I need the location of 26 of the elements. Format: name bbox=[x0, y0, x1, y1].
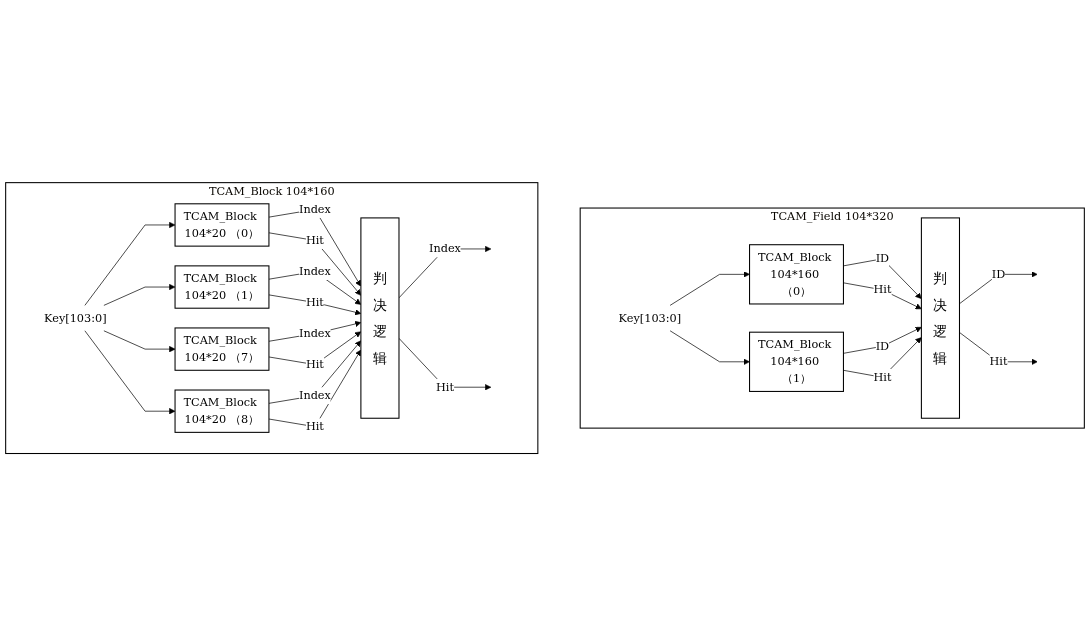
edge-label: Hit bbox=[873, 283, 892, 297]
edge-label: ID bbox=[875, 339, 890, 354]
edge-label: Index bbox=[298, 326, 331, 341]
node-box: TCAM_Block 104*20 （0） bbox=[174, 203, 270, 248]
edge-label: ID bbox=[991, 267, 1006, 282]
edge-label: Index bbox=[428, 242, 461, 256]
edge-label: Hit bbox=[305, 233, 324, 248]
edge-label: Hit bbox=[873, 370, 892, 385]
node-text: Key[103:0] bbox=[618, 311, 682, 325]
node-box: TCAM_Block 104*160 （0） bbox=[749, 244, 844, 305]
node-box: TCAM_Block 104*20 （1） bbox=[174, 265, 270, 310]
node-box: 判决逻辑 bbox=[920, 217, 960, 420]
edge-label: Hit bbox=[305, 295, 324, 310]
edge-label: ID bbox=[875, 252, 890, 266]
node-box: TCAM_Block 104*20 （7） bbox=[174, 327, 270, 372]
node-text: Key[103:0] bbox=[44, 311, 107, 325]
edge-label: Index bbox=[298, 202, 331, 217]
node-box: 判决逻辑 bbox=[360, 217, 400, 420]
edge-label: Index bbox=[298, 264, 331, 279]
edge-label: Hit bbox=[305, 358, 324, 372]
edge-label: Hit bbox=[435, 380, 454, 394]
edge-label: Hit bbox=[989, 355, 1008, 369]
node-box: TCAM_Block 104*160 （1） bbox=[749, 332, 844, 393]
edge-label: Hit bbox=[305, 420, 324, 434]
node-box: TCAM_Block 104*20 （8） bbox=[174, 389, 270, 434]
edge-label: Index bbox=[298, 389, 331, 403]
